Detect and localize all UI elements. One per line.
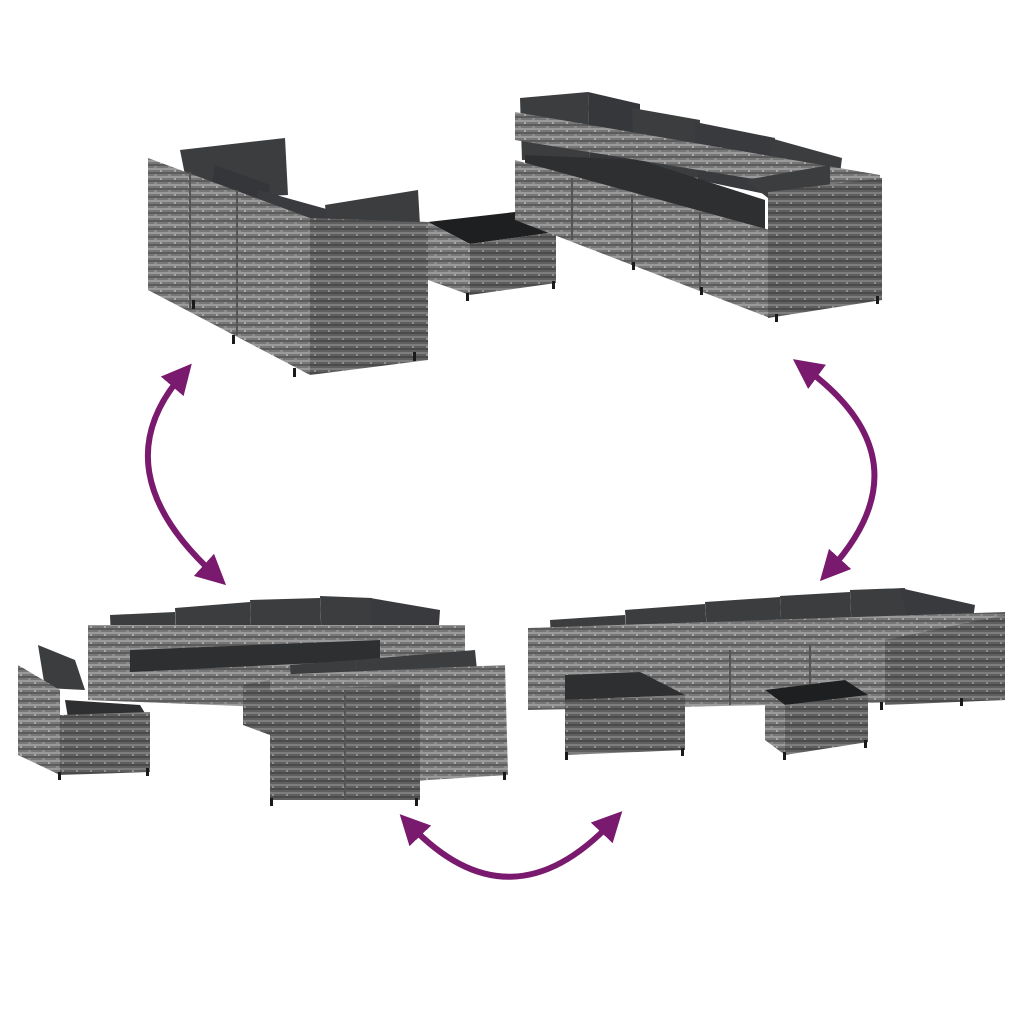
- right-double-arrow-icon: [792, 359, 878, 582]
- table-top: [765, 680, 868, 705]
- rattan-chair: [60, 712, 150, 775]
- rattan-back: [310, 218, 428, 375]
- rattan-side: [148, 158, 310, 375]
- config-bottom-left: [18, 596, 508, 806]
- rattan-arm: [768, 178, 882, 318]
- rattan-front: [515, 160, 770, 318]
- config-bottom-right: [528, 588, 1005, 760]
- bottom-double-arrow-icon: [399, 811, 623, 880]
- config-top-left: [148, 138, 556, 377]
- footstool-cushion: [565, 672, 685, 700]
- config-top-right: [515, 92, 882, 322]
- footstool: [565, 695, 685, 755]
- coffee-table: [785, 695, 868, 755]
- left-double-arrow-icon: [144, 363, 227, 586]
